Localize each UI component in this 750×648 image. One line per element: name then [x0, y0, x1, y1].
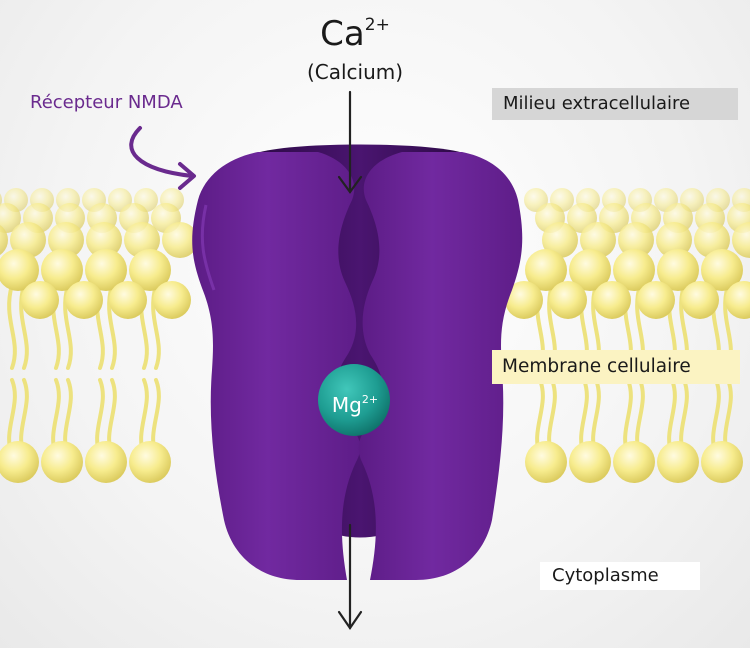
- lipid-head-back: [0, 193, 2, 207]
- nmda-receptor: [192, 144, 523, 580]
- lipid-head-lower: [129, 441, 171, 483]
- lipid-head-back: [542, 222, 578, 258]
- lipid-head-upper: [701, 249, 743, 291]
- curved-arrow-icon: [129, 126, 196, 190]
- lipid-head-lower: [701, 441, 743, 483]
- lipid-head-upper: [129, 249, 171, 291]
- lipid-head-back: [732, 222, 750, 258]
- receptor-highlight: [200, 204, 216, 291]
- arrow-down-icon: [337, 90, 363, 194]
- lipid-head-lower: [525, 441, 567, 483]
- lipid-head-back: [618, 222, 654, 258]
- receptor-left-lobe: [192, 152, 361, 580]
- arrow-down-icon: [337, 523, 363, 630]
- lipid-head-upper2: [505, 281, 543, 319]
- lipid-head-upper: [0, 249, 39, 291]
- lipid-head-back: [162, 222, 198, 258]
- lipid-head-upper: [657, 249, 699, 291]
- lipid-head-lower: [85, 441, 127, 483]
- extracellular-label: Milieu extracellulaire: [492, 88, 738, 120]
- lipid-head-back: [656, 222, 692, 258]
- receptor-label: Récepteur NMDA: [30, 92, 183, 113]
- lipid-head-lower: [613, 441, 655, 483]
- lipid-head-upper2: [109, 281, 147, 319]
- lipid-head-upper: [41, 249, 83, 291]
- lipid-head-lower: [0, 441, 39, 483]
- lipid-tail-upper: [7, 283, 17, 370]
- lipid-head-upper: [569, 249, 611, 291]
- lipid-head-lower: [569, 441, 611, 483]
- receptor-right-lobe: [358, 152, 523, 580]
- lipid-head-back: [0, 225, 8, 255]
- lipid-head-back: [0, 203, 21, 233]
- lipid-head-upper2: [725, 281, 750, 319]
- lipid-head-back: [10, 222, 46, 258]
- lipid-head-back: [694, 222, 730, 258]
- calcium-charge: 2+: [364, 15, 390, 35]
- lipid-head-upper2: [65, 281, 103, 319]
- lipid-head-upper2: [549, 281, 587, 319]
- lipid-head-upper2: [153, 281, 191, 319]
- lipid-head-upper: [613, 249, 655, 291]
- calcium-name: (Calcium): [306, 60, 404, 84]
- magnesium-ion: [318, 364, 390, 436]
- lipid-head-upper2: [681, 281, 719, 319]
- lipid-bilayer: [0, 188, 750, 483]
- lipid-head-back: [86, 222, 122, 258]
- lipid-head-upper: [525, 249, 567, 291]
- magnesium-charge: 2+: [361, 393, 379, 406]
- lipid-head-lower: [41, 441, 83, 483]
- cytoplasm-label: Cytoplasme: [540, 562, 700, 590]
- lipid-head-upper2: [593, 281, 631, 319]
- lipid-head-back: [580, 222, 616, 258]
- lipid-head-back: [124, 222, 160, 258]
- calcium-ion-title: Ca2+: [320, 14, 390, 54]
- lipid-head-upper: [85, 249, 127, 291]
- membrane-label: Membrane cellulaire: [492, 350, 740, 384]
- lipid-head-lower: [657, 441, 699, 483]
- magnesium-label: Mg2+: [331, 393, 379, 417]
- lipid-head-back: [48, 222, 84, 258]
- lipid-head-upper2: [21, 281, 59, 319]
- lipid-head-upper2: [637, 281, 675, 319]
